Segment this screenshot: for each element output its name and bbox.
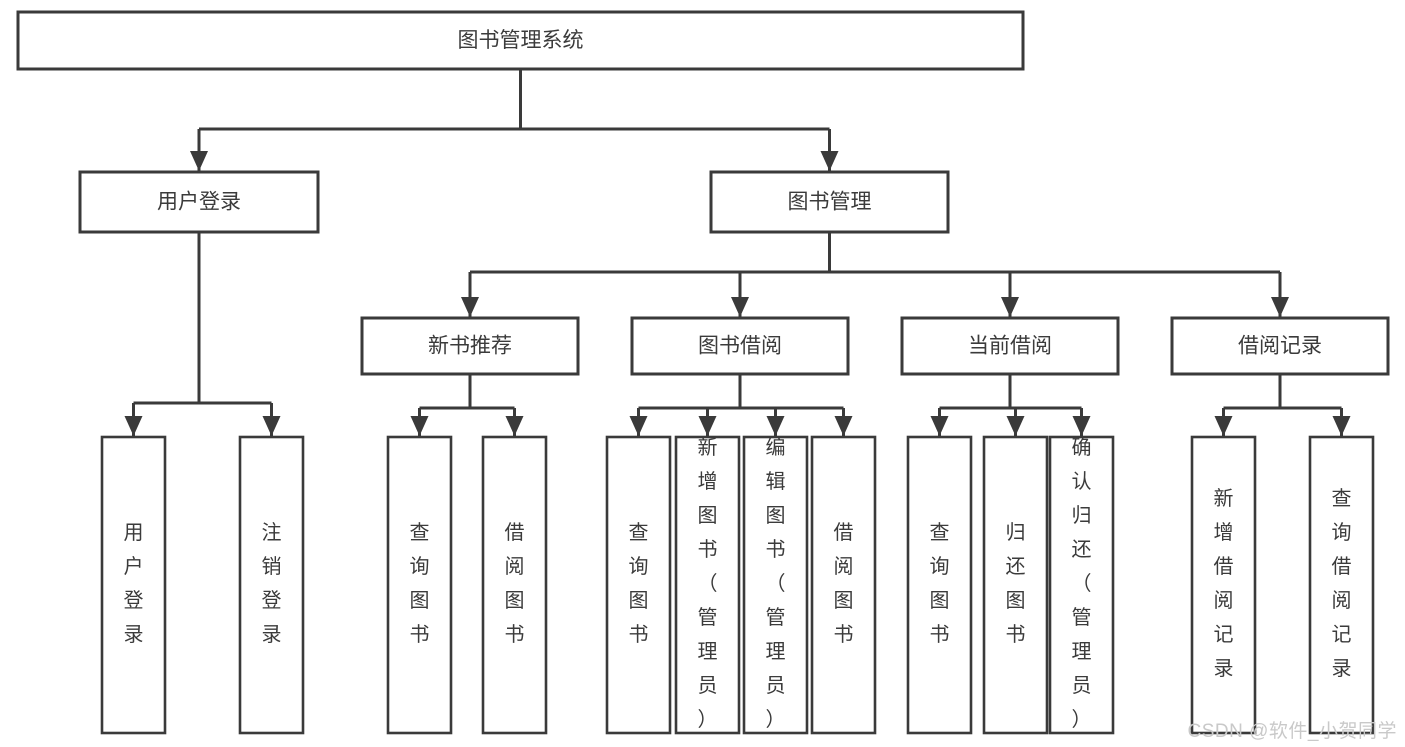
leaf-node-leaf-query-book-borrow[interactable]: 查询图书 — [605, 435, 672, 735]
node-box — [1308, 435, 1375, 735]
node-box — [630, 316, 850, 376]
connector-arrow-icon — [461, 297, 479, 317]
leaf-node-leaf-add-book[interactable]: 新增图书（管理员） — [674, 435, 741, 735]
leaf-node-leaf-query-book-current[interactable]: 查询图书 — [906, 435, 973, 735]
node-box — [1170, 316, 1390, 376]
node-label: 查询图书 — [410, 521, 430, 646]
node-box — [481, 435, 548, 735]
node-label: 图书借阅 — [698, 335, 782, 358]
node-box — [709, 170, 950, 234]
node-label: 新增图书（管理员） — [698, 436, 718, 731]
node-label: 查询图书 — [930, 521, 950, 646]
node-label: 图书管理系统 — [458, 29, 584, 52]
node-box — [100, 435, 167, 735]
node-box — [982, 435, 1049, 735]
node-layer: 图书管理系统用户登录图书管理新书推荐图书借阅当前借阅借阅记录用户登录注销登录查询… — [16, 10, 1390, 735]
node-label: 新书推荐 — [428, 335, 512, 358]
level3-node-book-borrow[interactable]: 图书借阅 — [630, 316, 850, 376]
node-label: 用户登录 — [124, 522, 144, 646]
node-box — [386, 435, 453, 735]
node-label: 查询图书 — [629, 521, 649, 646]
connector-arrow-icon — [262, 416, 281, 436]
connector-arrow-icon — [834, 416, 853, 436]
node-box — [906, 435, 973, 735]
leaf-node-leaf-borrow-book[interactable]: 借阅图书 — [810, 435, 877, 735]
leaf-node-leaf-logout[interactable]: 注销登录 — [238, 435, 305, 735]
node-label: 借阅记录 — [1238, 335, 1322, 358]
node-label: 新增借阅记录 — [1214, 487, 1234, 680]
node-label: 注销登录 — [262, 521, 282, 646]
csdn-watermark: CSDN @软件_小贺同学 — [1187, 721, 1397, 742]
leaf-node-leaf-query-borrow-record[interactable]: 查询借阅记录 — [1308, 435, 1375, 735]
leaf-node-leaf-add-borrow-record[interactable]: 新增借阅记录 — [1190, 435, 1257, 735]
leaf-node-leaf-return-book[interactable]: 归还图书 — [982, 435, 1049, 735]
node-box — [674, 435, 741, 735]
node-box — [810, 435, 877, 735]
leaf-node-leaf-edit-book[interactable]: 编辑图书（管理员） — [742, 435, 809, 735]
level3-node-borrow-records[interactable]: 借阅记录 — [1170, 316, 1390, 376]
node-box — [16, 10, 1025, 71]
node-label: 确认归还（管理员） — [1072, 436, 1092, 731]
level3-node-current-borrow[interactable]: 当前借阅 — [900, 316, 1120, 376]
level3-node-new-book-recommend[interactable]: 新书推荐 — [360, 316, 580, 376]
level2-node-user-login[interactable]: 用户登录 — [78, 170, 320, 234]
node-label: 借阅图书 — [834, 521, 854, 646]
node-label: 借阅图书 — [505, 521, 525, 646]
connector-arrow-icon — [698, 416, 717, 436]
connector-layer — [124, 69, 1351, 436]
node-box — [742, 435, 809, 735]
node-label: 当前借阅 — [968, 335, 1052, 358]
node-label: 编辑图书（管理员） — [766, 436, 786, 731]
connector-arrow-icon — [1072, 416, 1091, 436]
connector-arrow-icon — [1001, 297, 1019, 317]
connector-arrow-icon — [629, 416, 648, 436]
leaf-node-leaf-user-login[interactable]: 用户登录 — [100, 435, 167, 735]
node-label: 归还图书 — [1006, 521, 1026, 646]
connector-arrow-icon — [410, 416, 429, 436]
leaf-node-leaf-query-book-recommend[interactable]: 查询图书 — [386, 435, 453, 735]
node-label: 查询借阅记录 — [1332, 487, 1352, 680]
connector-arrow-icon — [1332, 416, 1351, 436]
root-node[interactable]: 图书管理系统 — [16, 10, 1025, 71]
level2-node-book-management[interactable]: 图书管理 — [709, 170, 950, 234]
connector-arrow-icon — [1214, 416, 1233, 436]
connector-arrow-icon — [731, 297, 749, 317]
connector-arrow-icon — [190, 151, 208, 171]
node-box — [78, 170, 320, 234]
node-box — [1190, 435, 1257, 735]
node-box — [238, 435, 305, 735]
connector-arrow-icon — [124, 416, 143, 436]
connector-arrow-icon — [505, 416, 524, 436]
leaf-node-leaf-borrow-book-recommend[interactable]: 借阅图书 — [481, 435, 548, 735]
connector-arrow-icon — [1006, 416, 1025, 436]
node-box — [605, 435, 672, 735]
connector-arrow-icon — [820, 151, 839, 171]
connector-arrow-icon — [930, 416, 949, 436]
node-box — [360, 316, 580, 376]
node-label: 用户登录 — [157, 191, 241, 214]
leaf-node-leaf-confirm-return[interactable]: 确认归还（管理员） — [1048, 435, 1115, 735]
connector-arrow-icon — [1271, 297, 1289, 317]
connector-arrow-icon — [766, 416, 785, 436]
node-label: 图书管理 — [788, 191, 872, 214]
node-box — [1048, 435, 1115, 735]
node-box — [900, 316, 1120, 376]
